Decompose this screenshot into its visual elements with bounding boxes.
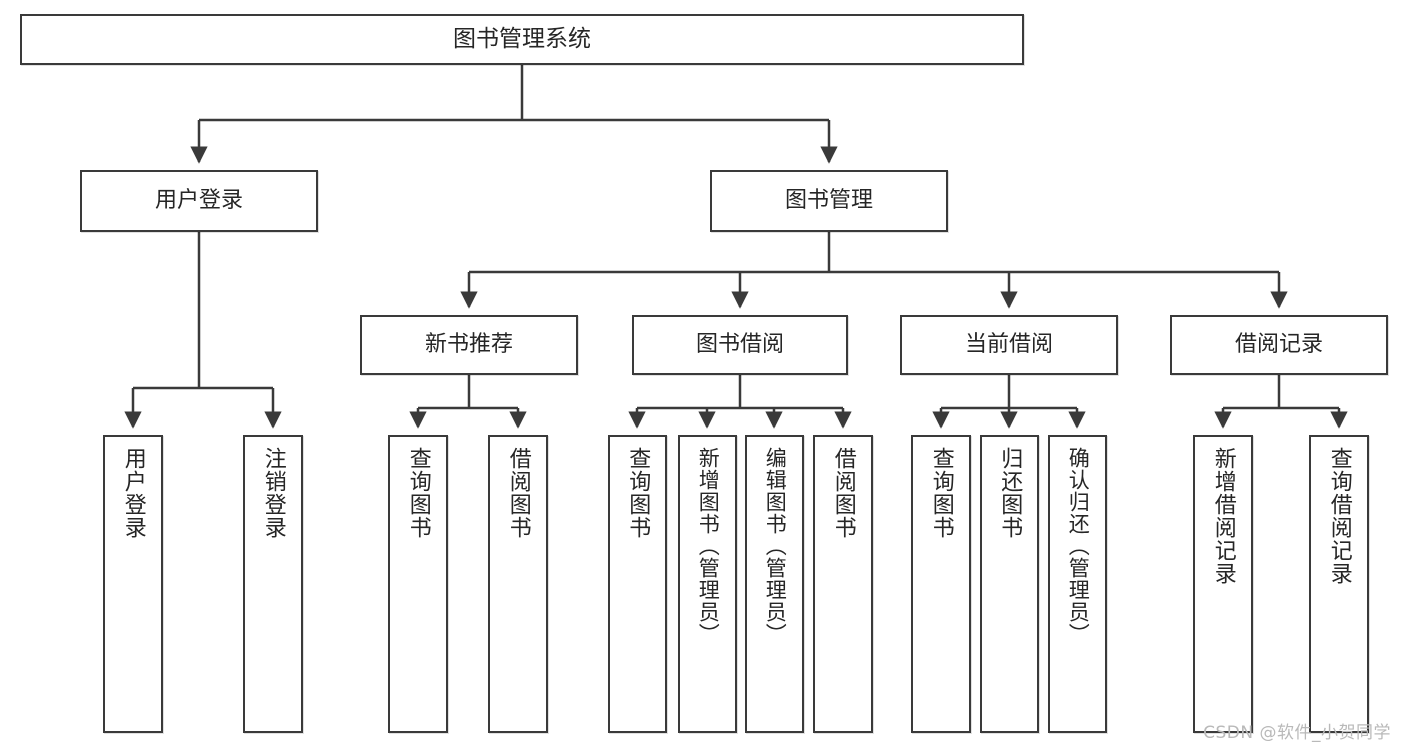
leaf-borrow-borrow-book[interactable]: 借阅图书 (813, 435, 873, 733)
leaf-borrow-query-book[interactable]: 查询图书 (608, 435, 667, 733)
leaf-borrow-add-book-admin[interactable]: 新增图书（管理员） (678, 435, 737, 733)
leaf-borrow-edit-book-admin[interactable]: 编辑图书（管理员） (745, 435, 804, 733)
node-label: 查询借阅记录 (1326, 447, 1352, 585)
node-new-book-recommend[interactable]: 新书推荐 (360, 315, 578, 375)
node-label: 图书借阅 (695, 331, 784, 357)
leaf-current-confirm-return-admin[interactable]: 确认归还（管理员） (1048, 435, 1107, 733)
node-label: 归还图书 (997, 447, 1023, 539)
node-label: 新增图书（管理员） (696, 447, 721, 645)
node-label: 图书管理 (784, 187, 873, 213)
node-book-borrow[interactable]: 图书借阅 (632, 315, 848, 375)
node-label: 注销登录 (260, 447, 286, 539)
node-label: 用户登录 (120, 447, 146, 539)
node-label: 当前借阅 (964, 331, 1053, 357)
leaf-record-add-record[interactable]: 新增借阅记录 (1193, 435, 1253, 733)
node-current-borrow[interactable]: 当前借阅 (900, 315, 1118, 375)
node-label: 借阅图书 (830, 447, 856, 539)
leaf-current-query-book[interactable]: 查询图书 (911, 435, 971, 733)
node-label: 确认归还（管理员） (1066, 447, 1091, 645)
node-label: 编辑图书（管理员） (763, 447, 788, 645)
leaf-recommend-query-book[interactable]: 查询图书 (388, 435, 448, 733)
node-label: 新书推荐 (424, 331, 513, 357)
node-borrow-record[interactable]: 借阅记录 (1170, 315, 1388, 375)
leaf-user-login[interactable]: 用户登录 (103, 435, 163, 733)
node-label: 用户登录 (154, 187, 243, 213)
node-book-management[interactable]: 图书管理 (710, 170, 948, 232)
node-label: 借阅记录 (1234, 331, 1323, 357)
leaf-recommend-borrow-book[interactable]: 借阅图书 (488, 435, 548, 733)
node-label: 图书管理系统 (453, 25, 591, 52)
node-user-login[interactable]: 用户登录 (80, 170, 318, 232)
node-root-system[interactable]: 图书管理系统 (20, 14, 1024, 65)
leaf-record-query-record[interactable]: 查询借阅记录 (1309, 435, 1369, 733)
node-label: 新增借阅记录 (1210, 447, 1236, 585)
node-label: 查询图书 (405, 447, 431, 539)
node-label: 查询图书 (625, 447, 651, 539)
leaf-current-return-book[interactable]: 归还图书 (980, 435, 1039, 733)
node-label: 借阅图书 (505, 447, 531, 539)
leaf-logout[interactable]: 注销登录 (243, 435, 303, 733)
node-label: 查询图书 (928, 447, 954, 539)
